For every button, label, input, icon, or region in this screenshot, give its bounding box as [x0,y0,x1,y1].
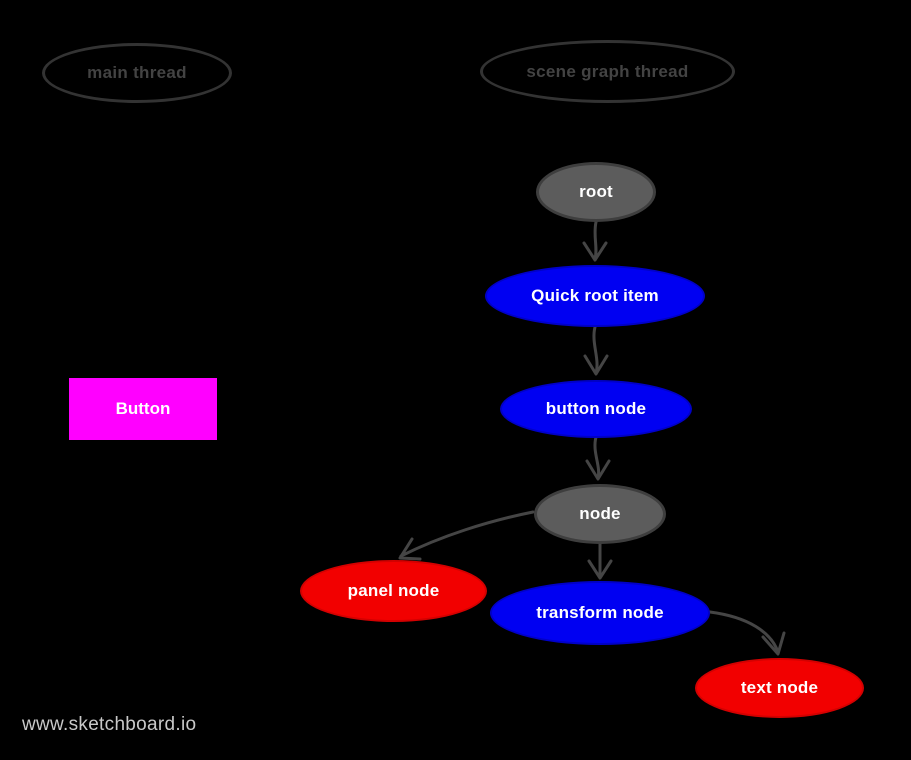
node-transform-node[interactable]: transform node [490,581,710,645]
node-node-label: node [579,504,621,523]
connector-transform-node-to-text-node[interactable] [708,610,786,656]
node-text-node-label: text node [740,678,819,697]
lane-main-thread-label: main thread [87,63,187,82]
connector-root-to-quick-root-item[interactable] [582,220,608,262]
node-text-node[interactable]: text node [695,658,864,718]
node-button-node-label: button node [545,399,647,418]
node-transform-node-label: transform node [536,603,664,622]
node-panel-node-label: panel node [347,581,440,600]
node-panel-node[interactable]: panel node [300,560,487,622]
node-quick-root-item[interactable]: Quick root item [485,265,705,327]
node-button-widget[interactable]: Button [69,378,217,440]
connector-quick-root-item-to-button-node[interactable] [583,325,609,376]
lane-scene-graph-thread-label: scene graph thread [526,61,689,81]
connector-node-to-transform-node[interactable] [587,542,613,580]
node-button-node[interactable]: button node [500,380,692,438]
node-root[interactable]: root [536,162,656,222]
node-node[interactable]: node [534,484,666,544]
connector-button-node-to-node[interactable] [585,435,611,481]
lane-main-thread[interactable]: main thread [42,43,232,103]
node-quick-root-item-label: Quick root item [531,286,659,305]
node-root-label: root [579,182,613,201]
sketchboard-watermark: www.sketchboard.io [22,714,197,735]
node-button-widget-label: Button [115,399,171,418]
connector-node-to-panel-node[interactable] [398,510,535,561]
lane-scene-graph-thread[interactable]: scene graph thread [480,40,735,103]
